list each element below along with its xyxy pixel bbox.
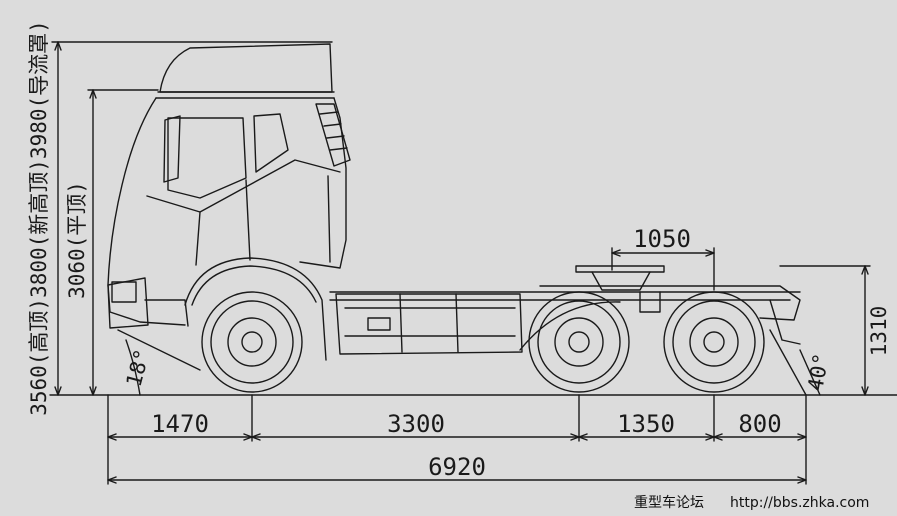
rear-wheel-2 bbox=[663, 291, 765, 393]
angle-lines bbox=[117, 329, 821, 396]
departure-angle-label: 40° bbox=[803, 351, 833, 393]
chassis-frame bbox=[329, 265, 801, 355]
dim-rear-overhang: 800 bbox=[738, 410, 781, 438]
rear-wheel-1 bbox=[528, 291, 630, 393]
dim-overall-length: 6920 bbox=[428, 453, 486, 481]
dim-front-overhang: 1470 bbox=[151, 410, 209, 438]
cab-outline bbox=[107, 43, 351, 329]
dim-heights-combined: 3560(高顶)3800(新高顶)3980(导流罩) bbox=[27, 20, 51, 416]
dim-fifth-wheel-offset: 1050 bbox=[633, 225, 691, 253]
front-wheel-arch bbox=[184, 257, 327, 361]
approach-angle-label: 18° bbox=[122, 346, 155, 389]
dim-wheelbase-2: 1350 bbox=[617, 410, 675, 438]
dim-fifth-wheel-height: 1310 bbox=[867, 306, 891, 357]
dim-wheelbase-1: 3300 bbox=[387, 410, 445, 438]
watermark-site-name: 重型车论坛 bbox=[634, 494, 704, 511]
dim-height-flat-roof: 3060(平顶) bbox=[65, 181, 89, 299]
watermark-url: http://bbs.zhka.com bbox=[730, 495, 869, 511]
front-wheel bbox=[201, 291, 303, 393]
